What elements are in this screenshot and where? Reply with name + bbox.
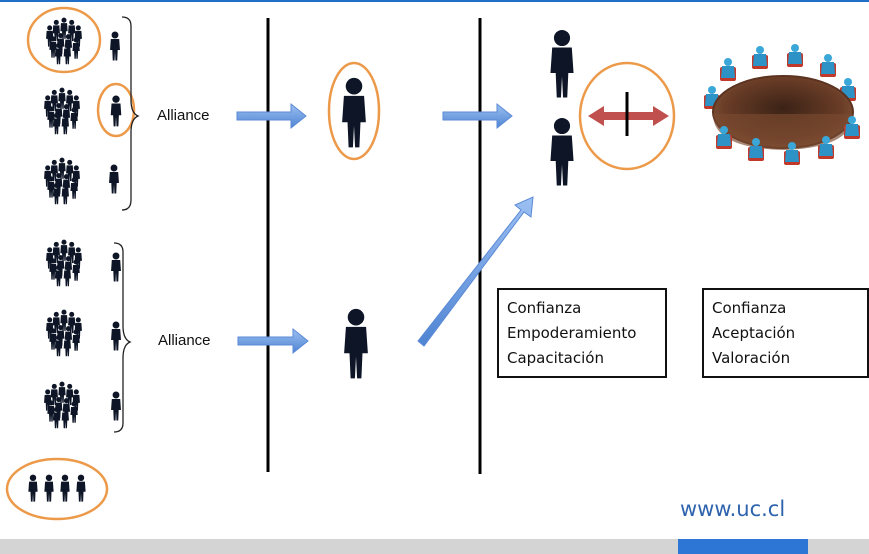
group-of-people-icon (44, 382, 80, 429)
person-silhouette-icon (109, 164, 119, 194)
footer-accent-bar (678, 539, 808, 554)
bracket-bottom (113, 242, 132, 433)
box-line: Empoderamiento (507, 324, 637, 342)
group-of-people-icon (46, 18, 82, 65)
arrow-right (236, 102, 307, 130)
top-accent-line (0, 0, 869, 2)
person-silhouette-icon (342, 77, 366, 148)
person-silhouette-icon (111, 391, 121, 421)
highlight-ring (96, 82, 136, 138)
meeting-table-icon (704, 44, 860, 165)
highlight-ring (578, 61, 676, 171)
person-silhouette-icon (110, 95, 122, 127)
arrow-right (237, 327, 309, 355)
box-line: Confianza (712, 299, 787, 317)
bracket-top (121, 16, 140, 211)
box-line: Confianza (507, 299, 582, 317)
small-group-icon (28, 474, 86, 502)
alliance-label: Alliance (157, 107, 210, 124)
footer-bar (0, 539, 869, 554)
box-line: Aceptación (712, 324, 796, 342)
group-of-people-icon (46, 240, 82, 287)
arrow-diagonal (417, 196, 534, 347)
person-silhouette-icon (550, 29, 574, 98)
highlight-ring (5, 457, 109, 521)
group-of-people-icon (44, 158, 80, 205)
highlight-ring (26, 6, 102, 74)
double-arrow-icon (588, 92, 669, 136)
alliance-label: Alliance (158, 332, 211, 349)
box-line: Valoración (712, 349, 791, 367)
person-silhouette-icon (111, 252, 121, 282)
person-silhouette-icon (110, 31, 120, 61)
group-of-people-icon (44, 88, 80, 135)
person-silhouette-icon (111, 321, 121, 351)
highlight-ring (327, 61, 381, 161)
person-silhouette-icon (550, 117, 574, 186)
attributes-box-right: Confianza Aceptación Valoración (702, 288, 869, 378)
group-of-people-icon (46, 310, 82, 357)
attributes-box-left: Confianza Empoderamiento Capacitación (497, 288, 667, 378)
box-line: Capacitación (507, 349, 604, 367)
website-url[interactable]: www.uc.cl (680, 497, 786, 521)
person-silhouette-icon (344, 308, 368, 379)
arrow-right (442, 102, 513, 130)
